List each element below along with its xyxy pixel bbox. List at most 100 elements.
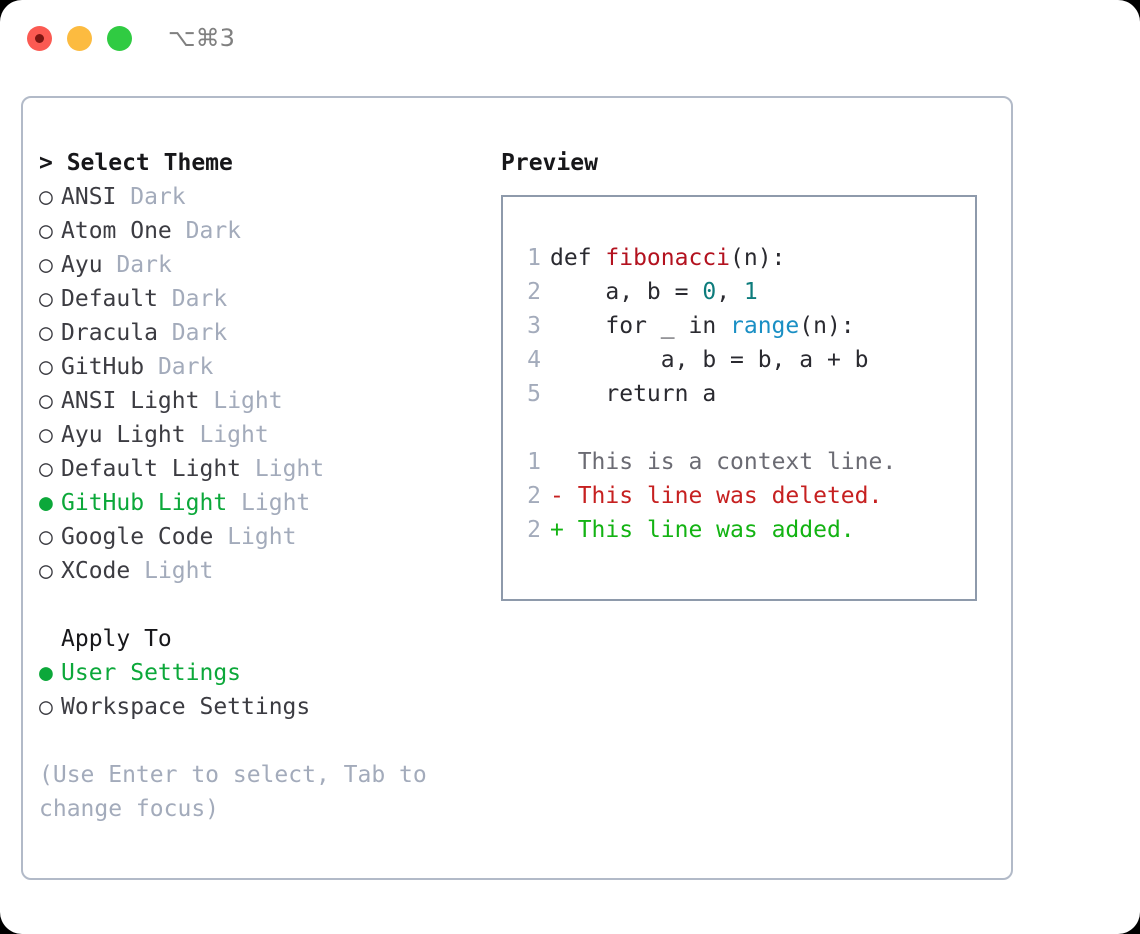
apply-to-option-workspace-settings[interactable]: ○Workspace Settings xyxy=(39,690,479,724)
radio-selected-icon: ● xyxy=(39,490,53,516)
label-gap xyxy=(116,184,130,210)
diff-marker xyxy=(550,449,578,475)
theme-option-label: Default Light xyxy=(61,456,242,482)
apply-to-option-label: User Settings xyxy=(61,660,242,686)
preview-header: Preview xyxy=(501,150,598,176)
apply-to-option-label: Workspace Settings xyxy=(61,694,311,720)
title-bar: ⌥⌘3 xyxy=(0,0,1140,78)
radio-unselected-icon: ○ xyxy=(39,456,53,482)
diff-text: This is a context line. xyxy=(577,449,897,475)
keyboard-hint: (Use Enter to select, Tab to change focu… xyxy=(39,762,427,822)
theme-option-label: Atom One xyxy=(61,218,172,244)
theme-option-mode: Dark xyxy=(157,354,214,380)
radio-selected-icon: ● xyxy=(39,660,53,686)
code-token-plain: , xyxy=(716,279,744,305)
label-gap xyxy=(158,320,172,346)
radio-unselected-icon: ○ xyxy=(39,524,53,550)
apply-to-option-user-settings[interactable]: ● User Settings xyxy=(39,656,479,690)
code-line-number: 1 xyxy=(527,245,541,271)
label-gap xyxy=(241,456,255,482)
code-diff-spacer xyxy=(503,411,975,445)
theme-option-dracula[interactable]: ○ Dracula Dark xyxy=(39,316,479,350)
traffic-light-buttons xyxy=(27,26,132,51)
theme-option-ayu-light[interactable]: ○Ayu Light Light xyxy=(39,418,479,452)
section-spacer xyxy=(39,588,479,622)
theme-option-label: GitHub Light xyxy=(61,490,228,516)
radio-unselected-icon: ○ xyxy=(39,184,53,210)
diff-line-ctx: 1 This is a context line. xyxy=(503,445,975,479)
theme-option-default[interactable]: ○Default Dark xyxy=(39,282,479,316)
radio-unselected-icon: ○ xyxy=(39,388,53,414)
code-token-plain: return a xyxy=(550,381,717,407)
theme-option-label: Dracula xyxy=(61,320,158,346)
theme-option-mode: Light xyxy=(227,524,297,550)
code-line: 4 a, b = b, a + b xyxy=(503,343,975,377)
diff-line-del: 2- This line was deleted. xyxy=(503,479,975,513)
label-gap xyxy=(130,558,144,584)
label-gap xyxy=(158,286,172,312)
diff-marker: - xyxy=(550,483,578,509)
code-line-number: 3 xyxy=(527,313,541,339)
label-gap xyxy=(213,524,227,550)
theme-option-google-code[interactable]: ○ Google Code Light xyxy=(39,520,479,554)
window-shortcut-label: ⌥⌘3 xyxy=(168,24,235,52)
theme-option-mode: Light xyxy=(254,456,325,482)
theme-option-label: Google Code xyxy=(61,524,214,550)
theme-option-mode: Dark xyxy=(171,286,228,312)
code-token-plain: (n): xyxy=(799,313,855,339)
theme-option-default-light[interactable]: ○ Default Light Light xyxy=(39,452,479,486)
theme-option-github[interactable]: ○ GitHub Dark xyxy=(39,350,479,384)
theme-option-ayu[interactable]: ○Ayu Dark xyxy=(39,248,479,282)
theme-option-label: Ayu xyxy=(61,252,103,278)
theme-list[interactable]: ○ANSI Dark○Atom One Dark○Ayu Dark○Defaul… xyxy=(39,180,479,588)
zoom-button[interactable] xyxy=(107,26,132,51)
theme-option-mode: Light xyxy=(144,558,214,584)
theme-option-mode: Light xyxy=(199,422,269,448)
code-line-number: 2 xyxy=(527,279,541,305)
code-line-number: 5 xyxy=(527,381,541,407)
theme-option-label: GitHub xyxy=(61,354,145,380)
close-button[interactable] xyxy=(27,26,52,51)
radio-unselected-icon: ○ xyxy=(39,286,53,312)
code-token-plain: for _ in xyxy=(550,313,731,339)
code-token-num: 1 xyxy=(743,279,758,305)
theme-option-label: ANSI xyxy=(61,184,117,210)
label-gap xyxy=(103,252,117,278)
theme-option-github-light[interactable]: ●GitHub Light Light xyxy=(39,486,479,520)
radio-unselected-icon: ○ xyxy=(39,320,53,346)
diff-sample: 1 This is a context line.2- This line wa… xyxy=(503,445,975,547)
label-gap xyxy=(144,354,158,380)
theme-option-ansi[interactable]: ○ ANSI Dark xyxy=(39,180,479,214)
code-line: 2 a, b = 0, 1 xyxy=(503,275,975,309)
theme-option-mode: Dark xyxy=(171,320,228,346)
code-line: 5 return a xyxy=(503,377,975,411)
theme-option-xcode[interactable]: ○XCode Light xyxy=(39,554,479,588)
theme-option-mode: Light xyxy=(213,388,283,414)
code-token-plain: (n): xyxy=(730,245,786,271)
theme-option-ansi-light[interactable]: ○ANSI Light Light xyxy=(39,384,479,418)
minimize-button[interactable] xyxy=(67,26,92,51)
code-token-plain: a, b = xyxy=(550,279,703,305)
apply-to-list[interactable]: ● User Settings ○Workspace Settings xyxy=(39,656,479,724)
diff-marker: + xyxy=(550,517,578,543)
radio-unselected-icon: ○ xyxy=(39,422,53,448)
radio-unselected-icon: ○ xyxy=(39,354,53,380)
select-theme-header: > Select Theme xyxy=(39,150,233,176)
diff-line-number: 2 xyxy=(527,483,541,509)
code-token-fn: fibonacci xyxy=(605,245,731,271)
theme-option-mode: Dark xyxy=(130,184,186,210)
apply-to-header: Apply To xyxy=(61,626,172,652)
code-token-num: 0 xyxy=(702,279,717,305)
diff-text: This line was deleted. xyxy=(577,483,883,509)
theme-option-atom-one[interactable]: ○ Atom One Dark xyxy=(39,214,479,248)
label-gap xyxy=(186,422,200,448)
radio-unselected-icon: ○ xyxy=(39,218,53,244)
theme-option-mode: Dark xyxy=(116,252,172,278)
diff-text: This line was added. xyxy=(577,517,855,543)
theme-option-mode: Dark xyxy=(185,218,242,244)
